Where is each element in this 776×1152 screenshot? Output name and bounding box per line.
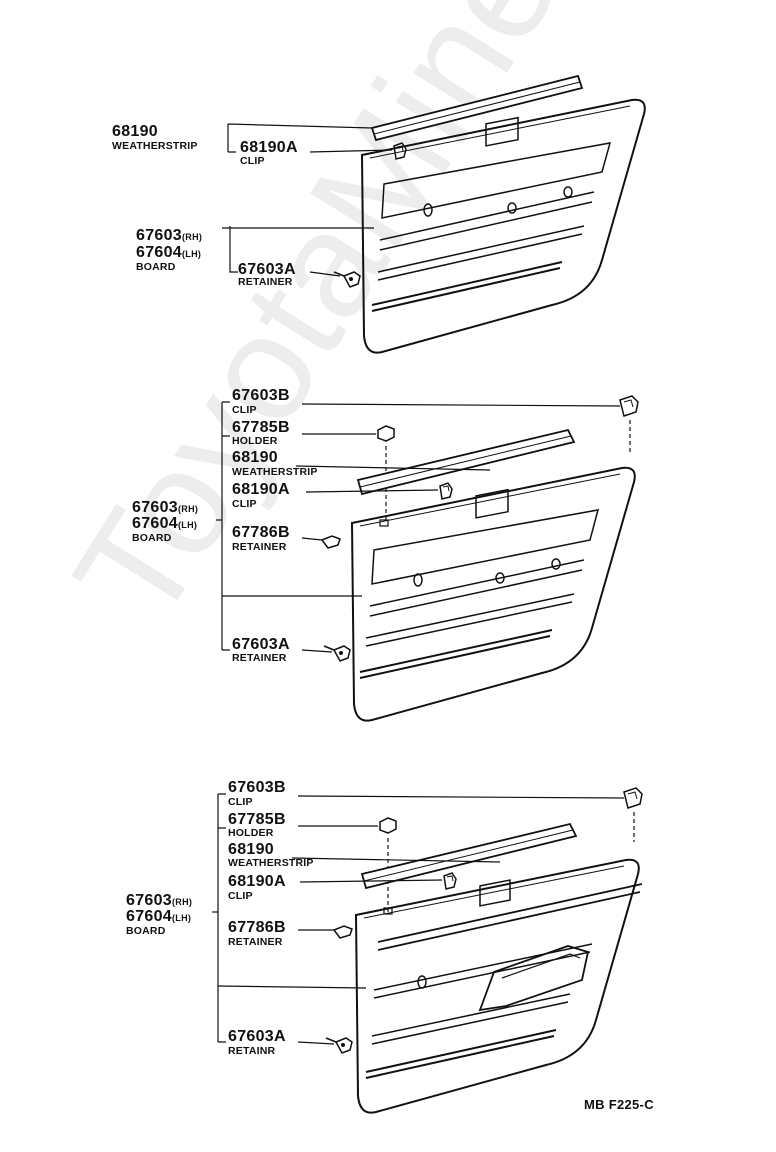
part-description: BOARD: [136, 261, 176, 273]
section-1-drawing: [222, 74, 646, 354]
part-description: CLIP: [228, 890, 253, 902]
part-description: RETAINR: [228, 1045, 276, 1057]
part-number: 68190A: [240, 139, 298, 156]
part-description: RETAINER: [232, 541, 287, 553]
part-number: 67603B: [232, 387, 290, 404]
part-number: 67786B: [232, 524, 290, 541]
section-3-drawing: [212, 787, 643, 1114]
part-description: HOLDER: [228, 827, 274, 839]
part-description: HOLDER: [232, 435, 278, 447]
part-description: CLIP: [232, 498, 257, 510]
part-number: 67604(LH): [126, 908, 192, 925]
part-number: 67603A: [228, 1028, 286, 1045]
part-description: RETAINER: [228, 936, 283, 948]
part-description: RETAINER: [238, 276, 293, 288]
part-description: CLIP: [232, 404, 257, 416]
part-description: BOARD: [126, 925, 166, 937]
part-number: 67604(LH): [136, 244, 202, 261]
part-number: 67786B: [228, 919, 286, 936]
figure-code: MB F225-C: [584, 1097, 654, 1112]
part-number: 68190: [232, 449, 278, 466]
part-number: 67603(RH): [126, 892, 193, 909]
part-number: 68190: [112, 123, 158, 140]
part-number: 68190: [228, 841, 274, 858]
part-number: 67603(RH): [132, 499, 199, 516]
part-description: BOARD: [132, 532, 172, 544]
part-number: 67604(LH): [132, 515, 198, 532]
part-number: 67785B: [228, 811, 286, 828]
part-description: RETAINER: [232, 652, 287, 664]
part-number: 67603B: [228, 779, 286, 796]
part-description: WEATHERSTRIP: [228, 857, 314, 869]
part-description: CLIP: [228, 796, 253, 808]
part-number: 68190A: [232, 481, 290, 498]
part-number: 67785B: [232, 419, 290, 436]
part-description: WEATHERSTRIP: [112, 140, 198, 152]
part-number: 67603(RH): [136, 227, 203, 244]
part-description: WEATHERSTRIP: [232, 466, 318, 478]
section-2-drawing: [216, 395, 639, 722]
part-number: 68190A: [228, 873, 286, 890]
part-number: 67603A: [232, 636, 290, 653]
part-number: 67603A: [238, 261, 296, 278]
part-description: CLIP: [240, 155, 265, 167]
